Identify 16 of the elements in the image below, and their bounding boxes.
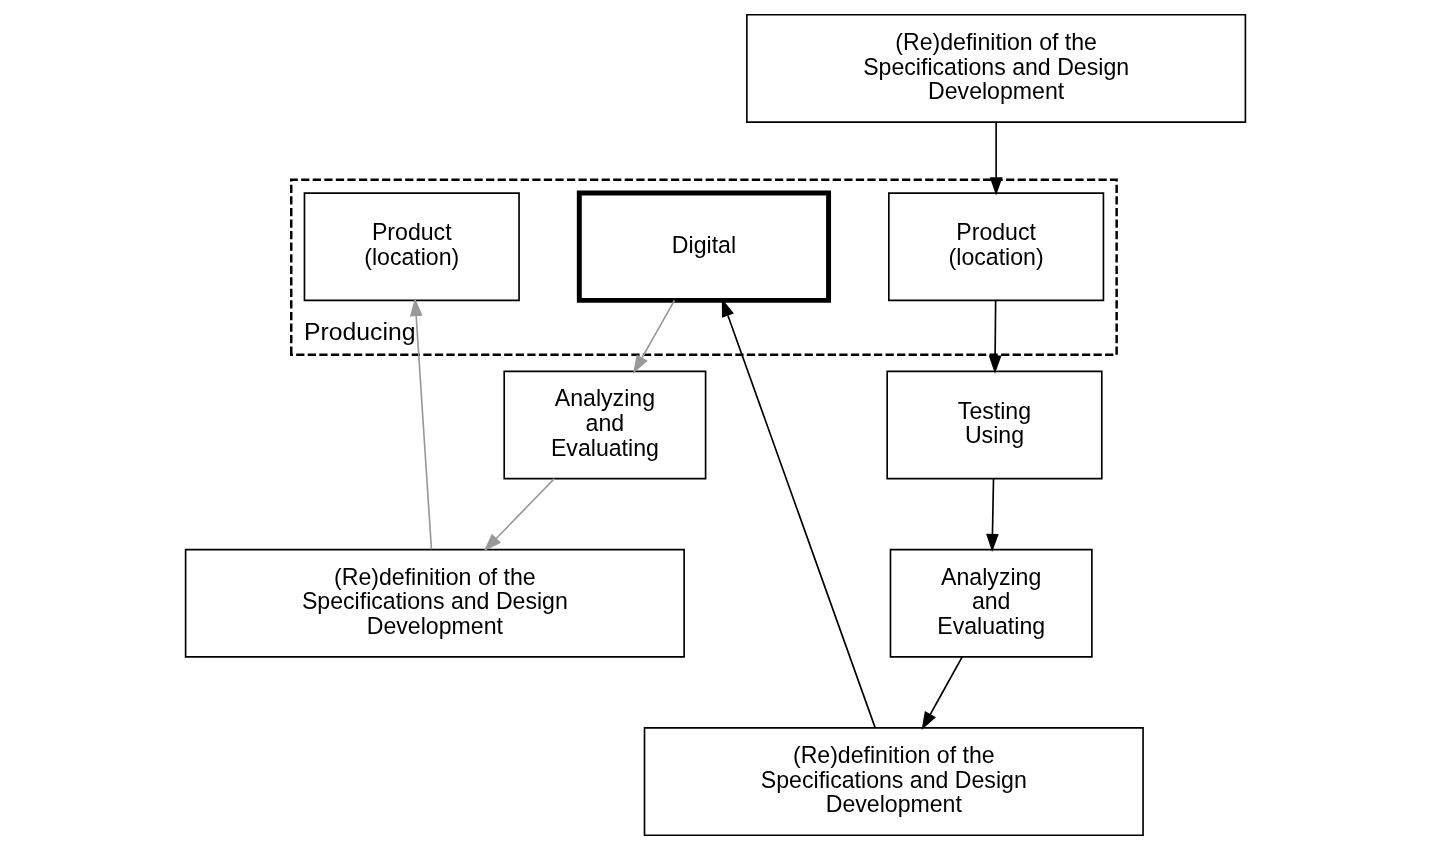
node-box: Testing Using bbox=[885, 370, 1103, 480]
node-box: (Re)definition of the Specifications and Design Development bbox=[745, 13, 1246, 123]
arrow bbox=[985, 477, 999, 552]
node-box: (Re)definition of the Specifications and Design Development bbox=[643, 727, 1144, 837]
node-box: Product (location) bbox=[303, 192, 520, 302]
arrow bbox=[921, 656, 963, 730]
node-box: Analyzing and Evaluating bbox=[889, 548, 1093, 658]
arrow bbox=[632, 299, 675, 374]
arrow bbox=[483, 477, 555, 552]
node-box: Digital bbox=[576, 190, 831, 303]
arrow bbox=[988, 299, 1001, 374]
arrow bbox=[989, 121, 1002, 196]
node-box: Analyzing and Evaluating bbox=[502, 370, 706, 480]
arrow bbox=[409, 298, 432, 551]
node-box: Product (location) bbox=[887, 192, 1104, 302]
node-box: (Re)definition of the Specifications and Design Development bbox=[184, 548, 685, 658]
